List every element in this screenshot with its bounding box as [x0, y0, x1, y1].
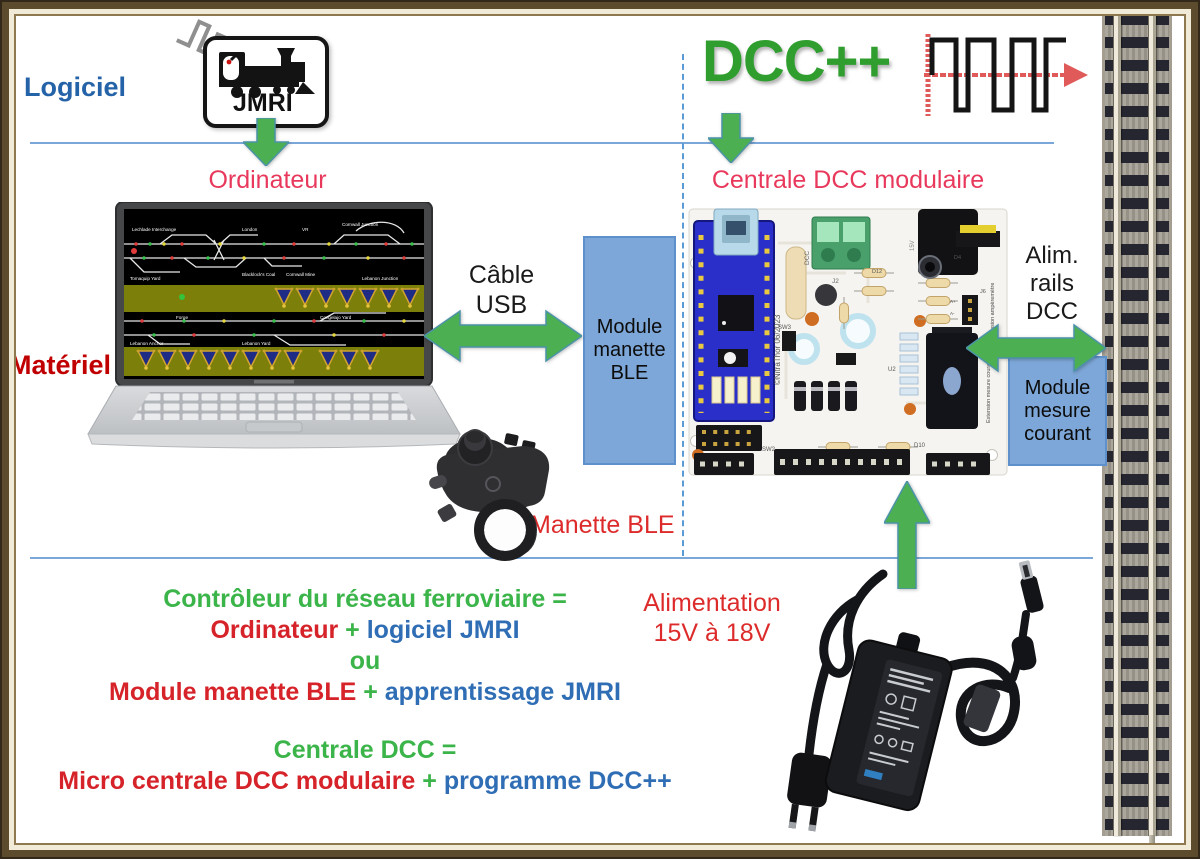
model-train-track-image: [1102, 14, 1172, 849]
rail-joiner: [1149, 835, 1155, 849]
label-manette-ble: Manette BLE: [530, 511, 675, 539]
adapter-brick: [824, 632, 953, 812]
track-rail-right: [1148, 14, 1156, 836]
note-controleur: Contrôleur du réseau ferroviaire = Ordin…: [109, 585, 621, 706]
laptop-image: Lechlade Interchange London VR Cornwall …: [87, 202, 461, 449]
smd-resistors: [899, 332, 919, 396]
label-alimentation: Alimentation 15V à 18V: [643, 589, 781, 647]
note-line: Contrôleur du réseau ferroviaire =: [163, 585, 567, 613]
resistors: [818, 268, 958, 452]
jmri-logo-text: JMRI: [233, 89, 293, 116]
module-mesure-courant-label: Module mesure courant: [1024, 376, 1091, 445]
green-double-arrow-icon: [424, 309, 582, 363]
divider-software-hardware: [30, 142, 1054, 144]
pcb-copyright: ©NitraThor 06/2023: [773, 314, 782, 385]
track-rail-left: [1113, 14, 1121, 836]
pcb-label: J6: [980, 289, 986, 295]
divider-vertical-dashed: [682, 54, 684, 556]
pcb-label: D10: [914, 443, 926, 449]
module-manette-ble-label: Module manette BLE: [593, 316, 666, 384]
pcb-label: Extension mesure courant: [986, 359, 992, 423]
note-centrale-title: Centrale DCC =: [273, 736, 457, 764]
module-manette-ble-box: Module manette BLE: [583, 236, 676, 465]
jmri-logo: JMRI: [203, 36, 329, 128]
dcc-pcb-image: ©NitraThor 06/2023 DCC J2: [688, 208, 1008, 476]
panel-label: Lebanon Anchor: [130, 341, 164, 346]
note-logiciel-jmri: logiciel JMRI: [366, 616, 520, 644]
section-title-logiciel: Logiciel: [24, 72, 127, 102]
pcb-label: U2: [888, 367, 896, 373]
label-alim-rails-dcc: Alim. rails DCC: [1025, 242, 1079, 325]
panel-label: Lechlade Interchange: [132, 227, 177, 232]
label-cable-usb: Câble USB: [468, 261, 535, 319]
panel-label: Lebanon Junction: [362, 276, 399, 281]
panel-label: Cornwall Junction: [342, 222, 379, 227]
pcb-label: D4: [954, 255, 961, 261]
panel-label: Congelajo Yard: [320, 315, 352, 320]
note-centrale: Centrale DCC = Micro centrale DCC modula…: [58, 736, 672, 795]
note-programme-dcc: programme DCC++: [443, 767, 672, 795]
barrel-plug: [1018, 560, 1044, 613]
green-double-arrow-icon: [966, 323, 1106, 373]
note-module-manette: Module manette BLE: [109, 678, 357, 706]
note-apprentissage-jmri: apprentissage JMRI: [384, 678, 621, 706]
pcb-label: A-: [950, 311, 955, 316]
dcc-plus-plus-logo: DCC++: [702, 29, 891, 94]
mosfet-heatsink: [926, 327, 978, 429]
dcc-terminal-block: [811, 216, 871, 270]
panel-label: VR: [302, 227, 309, 232]
note-ou: ou: [349, 647, 381, 675]
panel-label: Forge: [176, 315, 188, 320]
section-title-materiel: Matériel: [9, 350, 112, 380]
power-adapter-image: [787, 560, 1044, 832]
pcb-label: Extension ampèremètre: [990, 283, 996, 341]
green-down-arrow-icon: [243, 118, 289, 166]
ble-ring-controller-image: [429, 429, 550, 561]
panel-label: Lebanon Yard: [242, 341, 271, 346]
signal-dots: [131, 242, 414, 337]
panel-label: Tomaquip Yard: [130, 276, 161, 281]
pcb-label: D12: [872, 269, 882, 275]
label-ordinateur: Ordinateur: [208, 166, 327, 194]
jmri-panel-screen: Lechlade Interchange London VR Cornwall …: [124, 209, 424, 379]
laptop-trackpad: [245, 421, 303, 433]
green-up-arrow-icon: [884, 481, 930, 589]
pcb-label: J2: [832, 278, 839, 285]
dcc-waveform-icon: [924, 34, 1088, 116]
green-down-arrow-icon: [708, 113, 754, 163]
module-mesure-courant-box: Module mesure courant: [1008, 356, 1107, 466]
note-ordinateur: Ordinateur: [210, 616, 339, 644]
arduino-nano: [693, 208, 775, 422]
ferrite-bead: [1011, 635, 1037, 671]
label-centrale-dcc: Centrale DCC modulaire: [711, 166, 985, 194]
pcb-label: DCC: [804, 251, 811, 265]
pcb-label: 15V: [910, 240, 916, 251]
panel-label: Cornwall Mine: [286, 272, 316, 277]
note-micro-centrale: Micro centrale DCC modulaire: [58, 767, 416, 795]
panel-label: London: [242, 227, 258, 232]
diodes: [794, 381, 857, 411]
divider-hardware-notes: [30, 557, 1093, 559]
jmri-locomotive-icon: JMRI: [219, 48, 315, 116]
pcb-label: A+: [950, 299, 956, 304]
pcb-label: SW3: [778, 325, 792, 331]
pcb-label: SW2: [762, 447, 776, 453]
eu-plug: [787, 752, 832, 832]
panel-label: Blacklock's Coal: [242, 272, 275, 277]
